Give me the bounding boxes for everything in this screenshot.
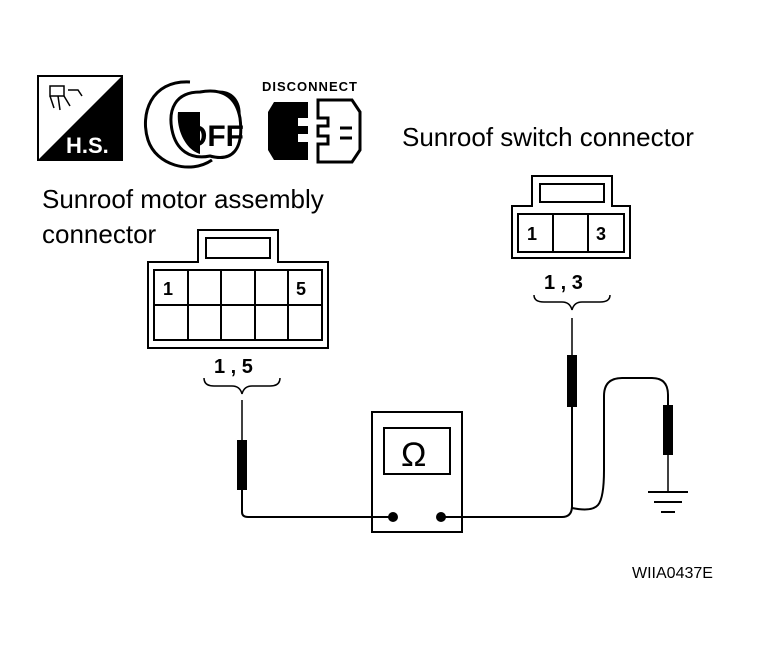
ohmmeter [371, 411, 463, 533]
switch-terminals-label: 1 , 3 [544, 272, 583, 294]
switch-terminals-brace [533, 294, 611, 311]
switch-connector [511, 175, 631, 259]
ohm-symbol: Ω [401, 436, 426, 474]
motor-terminals-label: 1 , 5 [214, 356, 253, 378]
hs-label: H.S. [66, 133, 109, 158]
ignition-off-icon: OFF [143, 80, 244, 169]
left-test-lead [241, 505, 393, 518]
figure-code: WIIA0437E [632, 565, 713, 582]
ground-lead [571, 377, 673, 511]
motor-terminals-brace [203, 377, 281, 395]
disconnect-icon: DISCONNECT [262, 79, 362, 164]
motor-connector-title-line1: Sunroof motor assembly [42, 184, 324, 214]
off-label: OFF [184, 120, 244, 153]
switch-pin-3: 3 [596, 224, 606, 244]
right-probe [567, 318, 577, 420]
left-probe [237, 400, 247, 505]
disconnect-label: DISCONNECT [262, 79, 358, 94]
motor-pin-1: 1 [163, 279, 173, 299]
ground-icon [648, 491, 688, 513]
switch-pin-1: 1 [527, 224, 537, 244]
hs-icon: H.S. [37, 75, 123, 161]
right-test-lead [441, 420, 573, 518]
motor-connector-title-line2: connector [42, 219, 157, 249]
switch-connector-title: Sunroof switch connector [402, 122, 694, 152]
motor-connector [147, 229, 329, 349]
motor-pin-5: 5 [296, 279, 306, 299]
